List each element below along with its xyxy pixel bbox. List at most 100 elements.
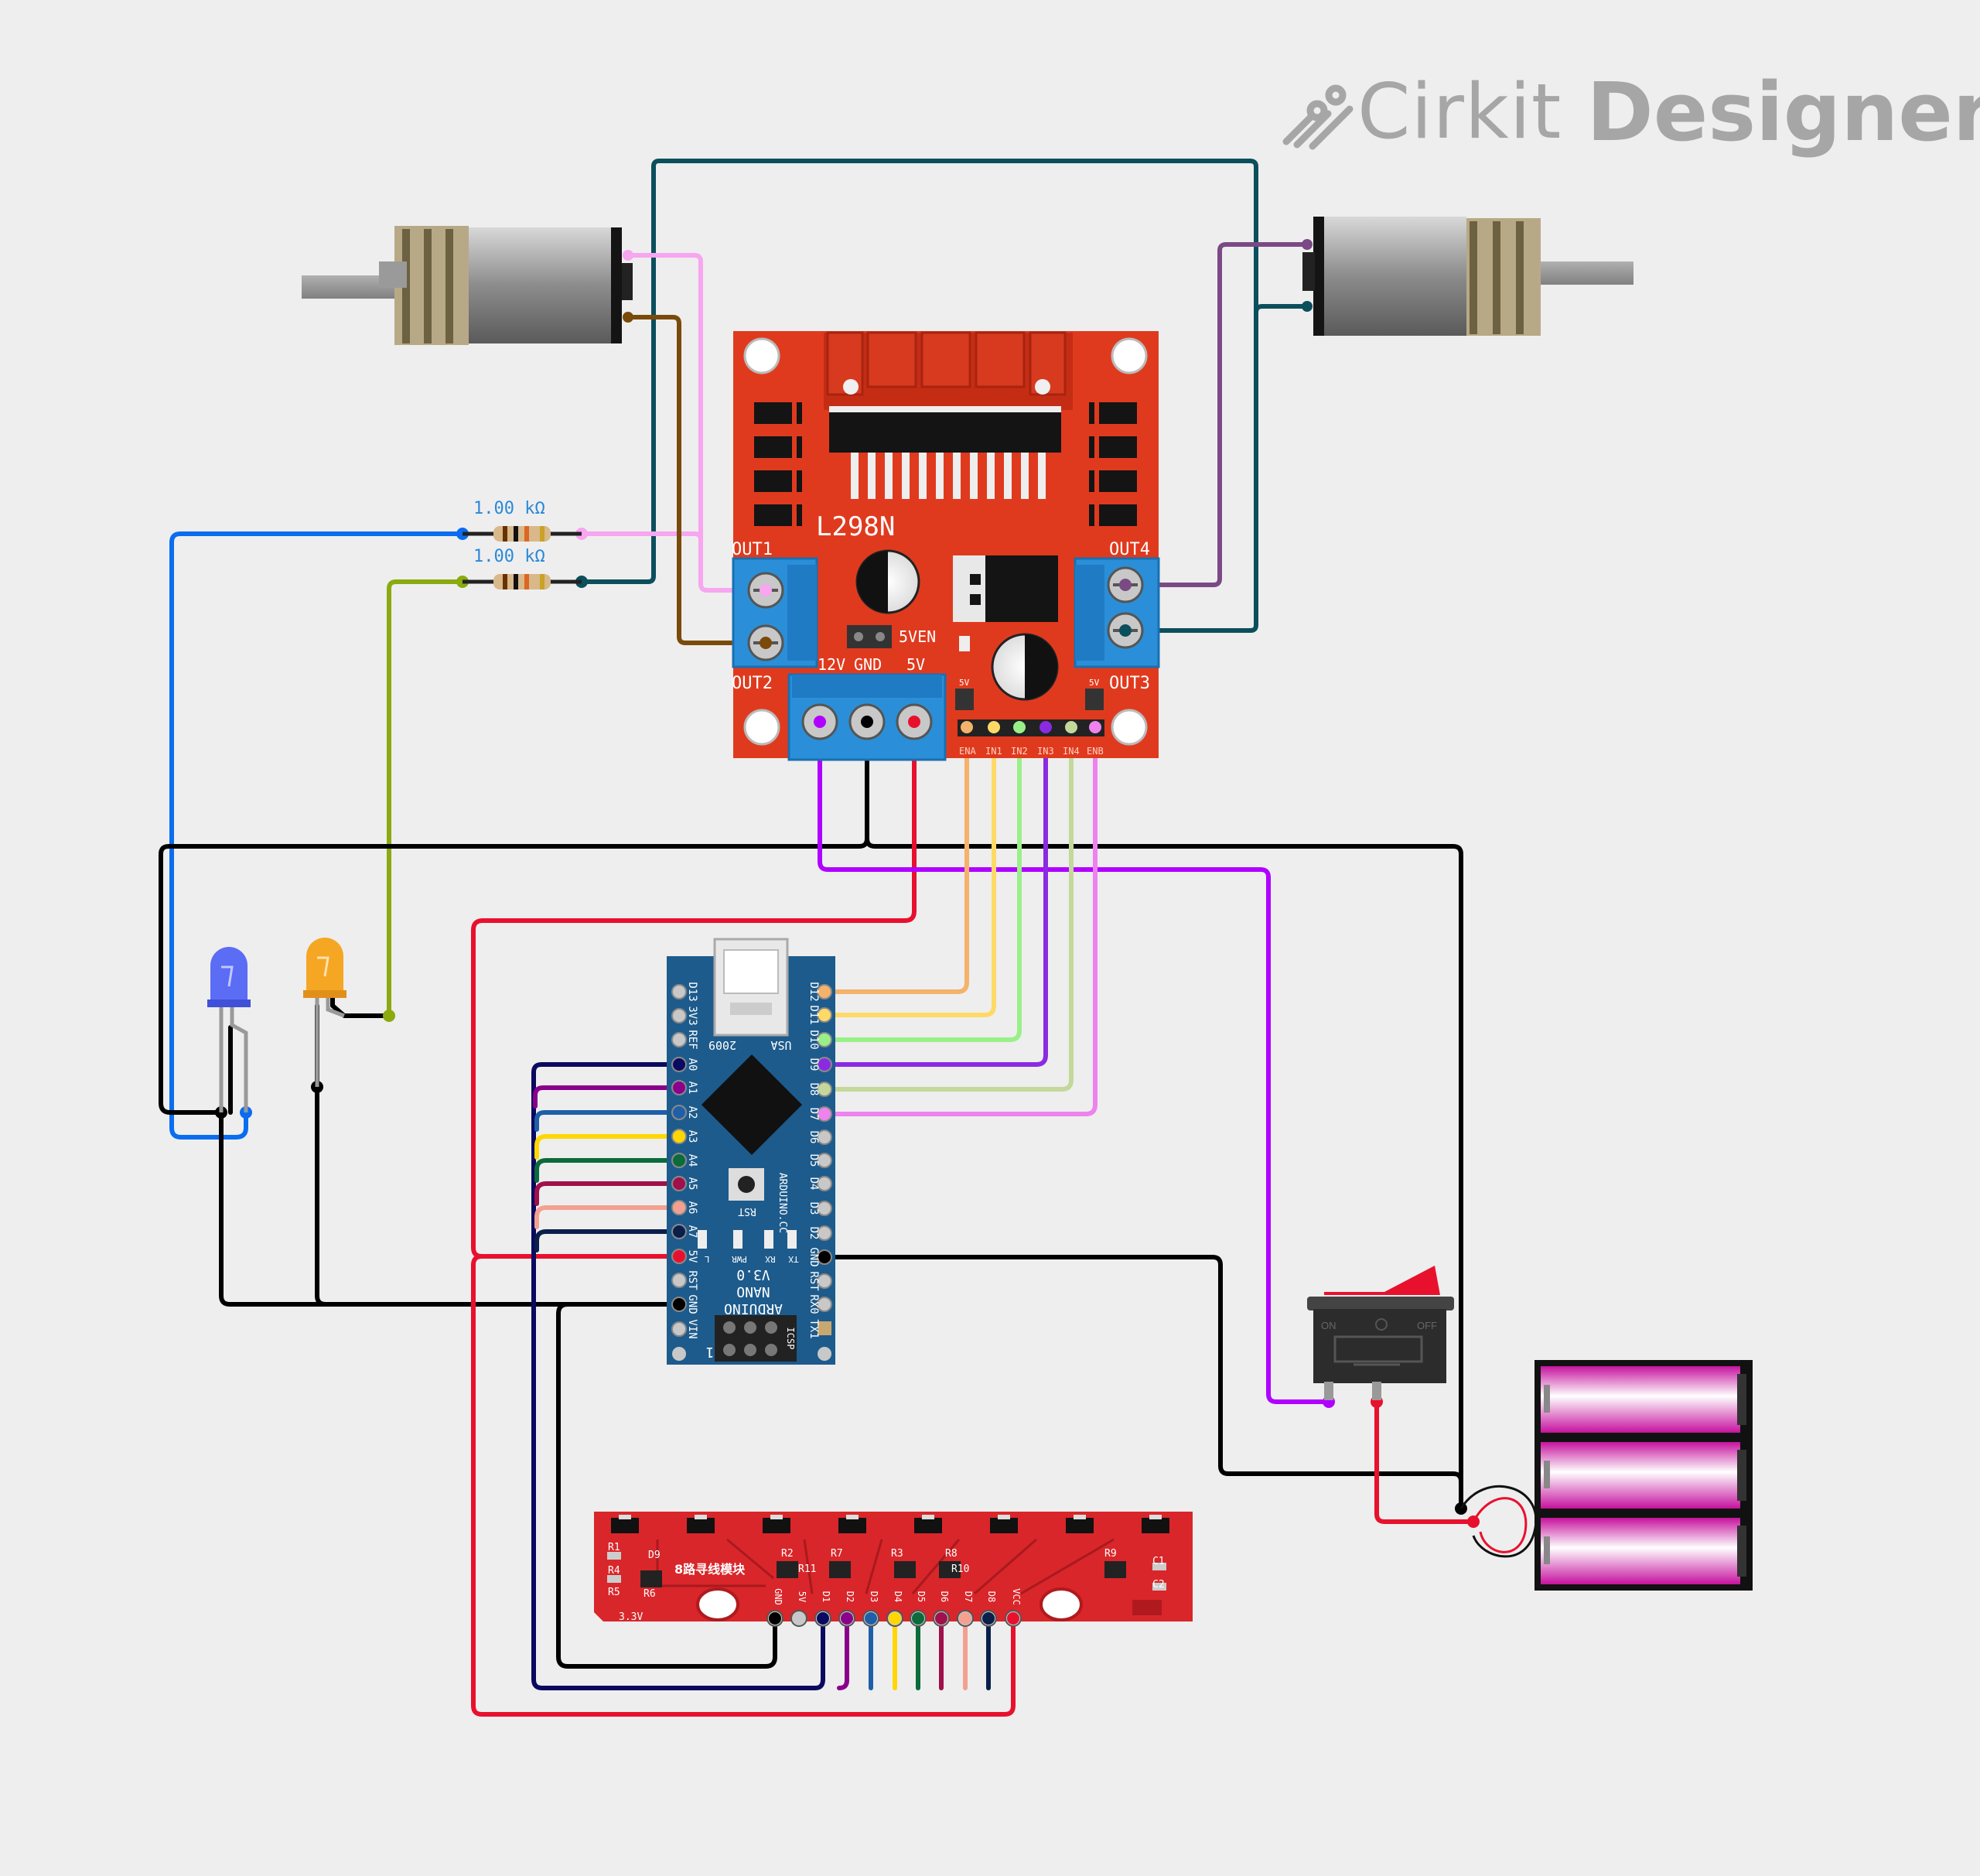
nano-pin-label: D7: [807, 1108, 820, 1121]
nano-pin-label: D10: [807, 1030, 820, 1049]
resistor-1[interactable]: 1.00 kΩ: [463, 499, 582, 542]
switch-off-label: OFF: [1417, 1320, 1437, 1331]
wire-in3: [822, 725, 1048, 1067]
nano-board-text: 2009 USA ARDUINO.CC RST ICSP 1 V3.0 NANO…: [704, 1038, 798, 1360]
wire-purple-12v: [818, 721, 1331, 1404]
led-blue[interactable]: [207, 947, 251, 1112]
sensor-label-r4: R4: [608, 1565, 620, 1577]
wire-enb: [822, 725, 1098, 1116]
sensor-pin-label: D6: [939, 1591, 950, 1602]
wire-in1: [822, 725, 996, 1017]
nano-pin-label: GND: [807, 1247, 820, 1266]
nano-pin-label: A1: [686, 1082, 698, 1095]
nano-led-tx: TX: [788, 1254, 799, 1264]
sensor-pin-label: GND: [773, 1588, 783, 1605]
nano-pin-label: D9: [807, 1058, 820, 1071]
sensor-title: 8路寻线模块: [674, 1562, 746, 1577]
led-orange[interactable]: [303, 938, 346, 1087]
sensor-pin-label: D5: [916, 1591, 927, 1602]
wires: [159, 159, 1476, 1717]
rocker-switch[interactable]: ON OFF: [1307, 1266, 1454, 1400]
wire-teal-top: [579, 159, 1258, 633]
sensor-label-c1: C1: [1152, 1556, 1165, 1567]
nano-pin-label: D13: [686, 982, 698, 1001]
nano-led-rx: RX: [765, 1254, 776, 1264]
nano-pin-label: A0: [686, 1058, 698, 1071]
wire-black-gnd-bus: [159, 721, 869, 1115]
resistor-2[interactable]: 1.00 kΩ: [463, 547, 582, 589]
wire-a5: [534, 1181, 681, 1206]
nano-pin-label: A7: [686, 1225, 698, 1239]
label-out3: OUT3: [1109, 674, 1150, 693]
wire-a4: [534, 1158, 681, 1183]
sensor-label-r1: R1: [608, 1542, 620, 1553]
sensor-label-3v3: 3.3V: [619, 1611, 643, 1623]
label-gnd: GND: [854, 655, 882, 674]
arduino-nano[interactable]: D13 3V3 REF A0 A1 A2 A3 A4 A5 A6 A7 5V R…: [667, 938, 835, 1365]
sensor-label-r3: R3: [891, 1548, 903, 1560]
wire-brown-motor1: [626, 315, 772, 645]
wire-pink-res1: [579, 531, 703, 542]
sensor-pin-label: D7: [963, 1591, 974, 1602]
nano-pin-label: RST: [807, 1271, 820, 1291]
nano-pin-label: VIN: [686, 1319, 698, 1338]
wire-sensor-gnd: [556, 1302, 777, 1669]
nano-pin-label: D12: [807, 982, 820, 1001]
brand-logo: Cirkit Designer: [1280, 65, 1980, 159]
brand-name-designer: Designer: [1586, 65, 1980, 159]
wire-a0: [531, 1062, 825, 1690]
wire-red-sensor: [471, 1254, 1016, 1717]
sensor-label-d9: D9: [648, 1550, 661, 1561]
nano-usa: USA: [770, 1038, 791, 1052]
nano-pin-label: D5: [807, 1154, 820, 1167]
wire-a2: [534, 1110, 681, 1132]
label-5v-a: 5V: [959, 678, 970, 688]
nano-pin-label: A6: [686, 1201, 698, 1215]
cirkit-logo-icon: [1282, 84, 1354, 150]
wire-in4: [822, 725, 1074, 1092]
sensor-label-r11: R11: [798, 1563, 816, 1575]
wire-black-gnd-right: [865, 836, 1463, 1511]
wire-a6: [534, 1205, 681, 1229]
nano-pin-label: D2: [807, 1227, 820, 1240]
wire-red-switch: [1374, 1399, 1476, 1524]
wire-black-led2: [315, 1003, 328, 1307]
nano-pin-label: RX0: [807, 1294, 820, 1314]
nano-pin-label: 5V: [686, 1250, 698, 1263]
nano-name-line-1: ARDUINO: [724, 1300, 783, 1317]
switch-on-label: ON: [1321, 1320, 1336, 1331]
gear-motor-left[interactable]: [302, 226, 633, 345]
sensor-label-r10: R10: [951, 1563, 969, 1575]
wire-a7: [534, 1229, 681, 1252]
sensor-label-r5: R5: [608, 1587, 620, 1598]
wire-teal-motor2: [1254, 304, 1309, 315]
wire-purple-motor2: [1119, 242, 1309, 587]
nano-pin-label: D6: [807, 1131, 820, 1144]
nano-led-pwr: PWR: [732, 1254, 747, 1264]
nano-year: 2009: [708, 1038, 736, 1052]
label-12v: 12V: [818, 655, 845, 674]
l298n-driver[interactable]: L298N OUT1 OUT2 OUT3 OUT4 12V GND 5V 5VE…: [732, 331, 1160, 761]
nano-pin1-label: 1: [706, 1344, 715, 1360]
sensor-pin-label: D4: [893, 1591, 903, 1602]
wire-red-5v: [471, 721, 917, 1259]
battery-pack[interactable]: [1459, 1360, 1753, 1591]
nano-pin-label: TX1: [807, 1319, 820, 1338]
nano-right-pin-labels: D12 D11 D10 D9 D8 D7 D6 D5 D4 D3 D2 GND …: [807, 982, 820, 1338]
line-sensor-array[interactable]: R1 R2 R3 R4 R5 R6 R7 R8 R9 R10 R11 D9 C1…: [594, 1512, 1193, 1627]
logic-pin-labels: ENA IN1 IN2 IN3 IN4 ENB: [959, 746, 1104, 757]
label-5ven: 5VEN: [899, 627, 936, 646]
nano-pin-label: 3V3: [686, 1006, 698, 1025]
label-out2: OUT2: [732, 674, 773, 693]
sensor-label-r7: R7: [831, 1548, 843, 1560]
gear-motor-right[interactable]: [1302, 217, 1634, 336]
nano-pin-label: D8: [807, 1083, 820, 1096]
nano-rst-label: RST: [738, 1205, 756, 1217]
label-enb: ENB: [1087, 746, 1104, 757]
wire-blue-led: [169, 531, 465, 1140]
nano-pin-label: D3: [807, 1202, 820, 1215]
sensor-pin-label: D8: [986, 1591, 997, 1602]
label-in2: IN2: [1011, 746, 1028, 757]
sensor-pin-label: D1: [821, 1591, 831, 1602]
l298n-model-label: L298N: [816, 511, 895, 542]
